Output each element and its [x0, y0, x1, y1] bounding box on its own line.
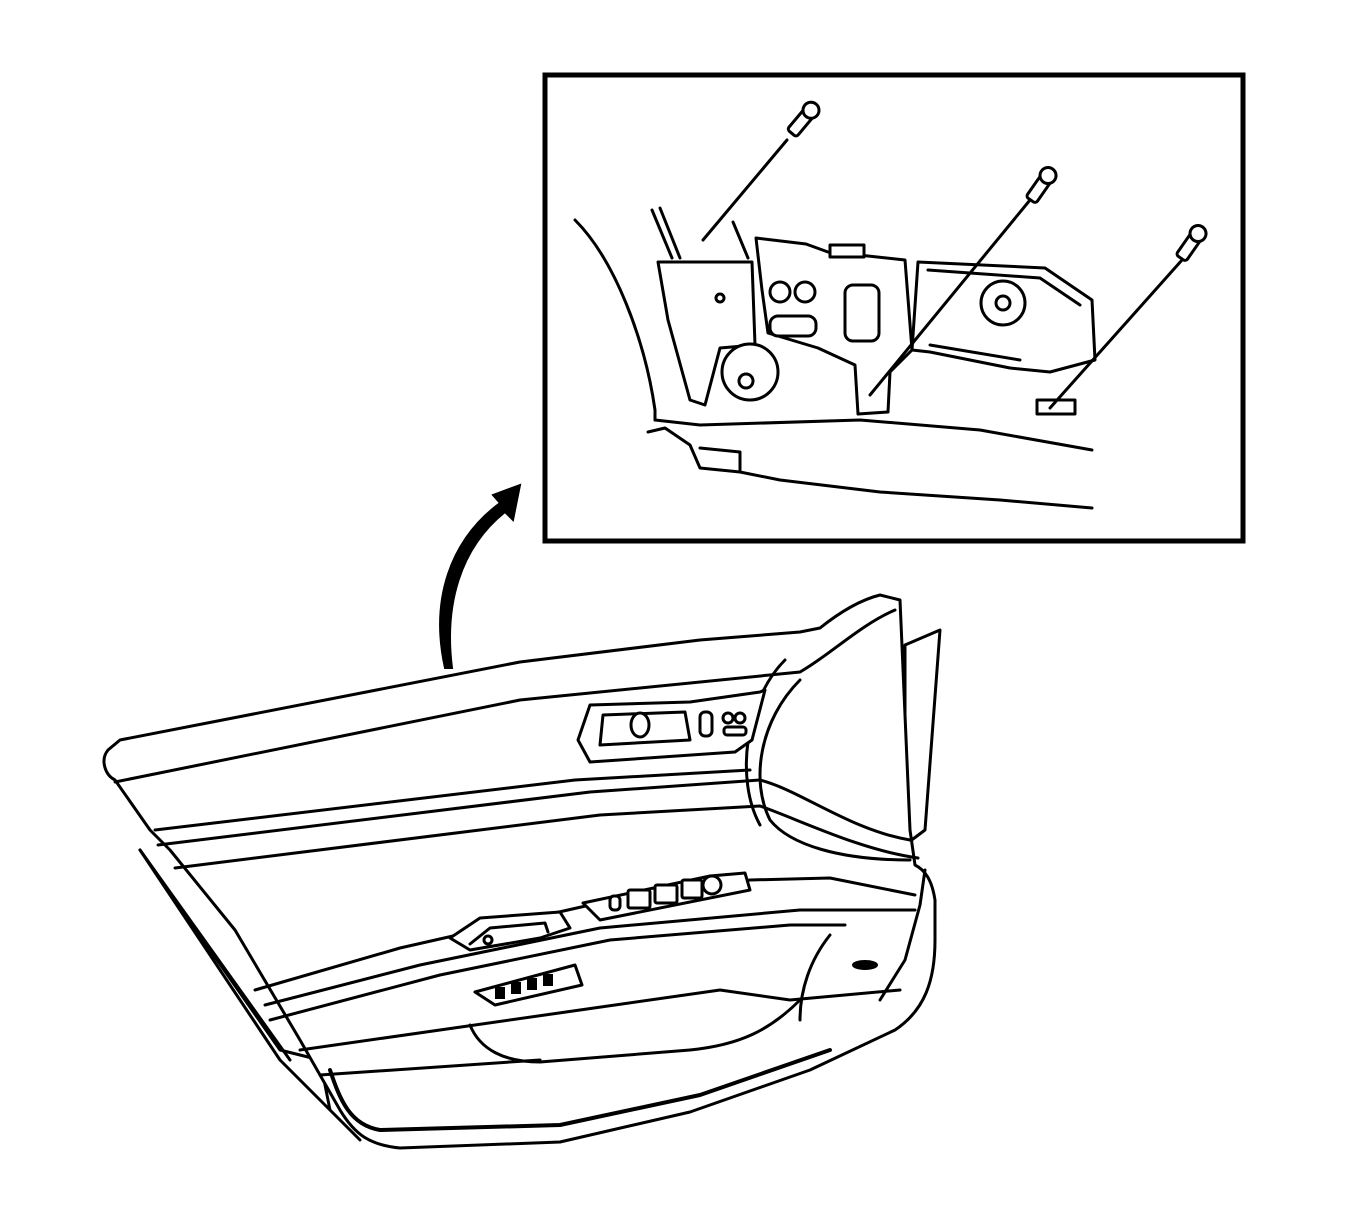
- callout-arrow-shaft: [439, 483, 522, 669]
- seat-switch-icon: [543, 974, 553, 986]
- mirror-knob-icon: [733, 711, 747, 725]
- map-pocket-trim: [328, 1048, 832, 1132]
- inset-bracket-tab: [828, 243, 866, 259]
- door-panel-top-cap: [113, 608, 897, 784]
- screw-icon: [1048, 224, 1208, 410]
- mirror-switch-icon: [722, 725, 748, 737]
- screw-icon: [868, 166, 1058, 397]
- door-panel-front-edge: [878, 868, 927, 1002]
- inset-right-boss-hole: [994, 294, 1012, 312]
- screw-icon: [701, 100, 821, 242]
- inset-bracket-hole: [714, 292, 726, 304]
- inset-panel-edge: [573, 218, 657, 422]
- map-pocket: [318, 1058, 542, 1077]
- window-switch-icon: [626, 888, 652, 910]
- inset-right-bracket-inner: [928, 343, 1022, 362]
- inset-pillar-line: [658, 206, 682, 260]
- window-switch-icon: [701, 874, 723, 896]
- detail-inset: [542, 72, 1246, 544]
- inset-right-bracket-inner: [926, 268, 1082, 307]
- seat-switch-icon: [511, 982, 521, 994]
- door-panel-top-cap: [153, 768, 752, 832]
- inset-left-boss-hole: [737, 372, 755, 390]
- inset-left-bracket: [656, 260, 757, 407]
- seat-switch-icon: [527, 978, 537, 990]
- pull-cup-recess: [468, 921, 550, 946]
- door-panel-outline: [102, 593, 937, 1150]
- door-frame-sheet: [138, 848, 362, 1142]
- inset-sill-line: [653, 418, 1094, 452]
- courtesy-lamp: [852, 960, 878, 970]
- map-pocket: [468, 998, 802, 1064]
- inset-bracket-hole: [793, 280, 817, 304]
- door-trim-panel: [102, 593, 942, 1150]
- window-switch-icon: [653, 883, 679, 905]
- map-pocket: [298, 988, 902, 1052]
- armrest-top: [263, 908, 917, 1007]
- inset-pillar-line: [731, 220, 750, 260]
- inset-bracket-slot: [768, 314, 818, 338]
- lock-switch-icon: [698, 710, 714, 738]
- inset-bracket-slot: [843, 283, 881, 343]
- window-switch-icon: [608, 894, 622, 912]
- inset-bracket-hole: [768, 280, 792, 304]
- door-panel-front-edge: [798, 933, 832, 1022]
- inset-left-boss: [720, 342, 780, 402]
- inset-pillar-line: [650, 208, 674, 260]
- lock-button-icon: [629, 711, 651, 739]
- seat-switch-icon: [495, 987, 505, 999]
- door-panel-front-section: [758, 678, 912, 862]
- callout-arrow: [439, 483, 522, 669]
- pull-cup-bezel: [448, 910, 572, 952]
- inset-sill-line: [698, 446, 742, 474]
- pull-cup-button-icon: [482, 934, 494, 946]
- door-frame-sheet: [138, 848, 292, 1062]
- mirror-knob-icon: [721, 711, 735, 725]
- armrest-edge: [268, 923, 847, 1022]
- window-switch-icon: [680, 878, 704, 900]
- door-panel-belt: [173, 804, 920, 870]
